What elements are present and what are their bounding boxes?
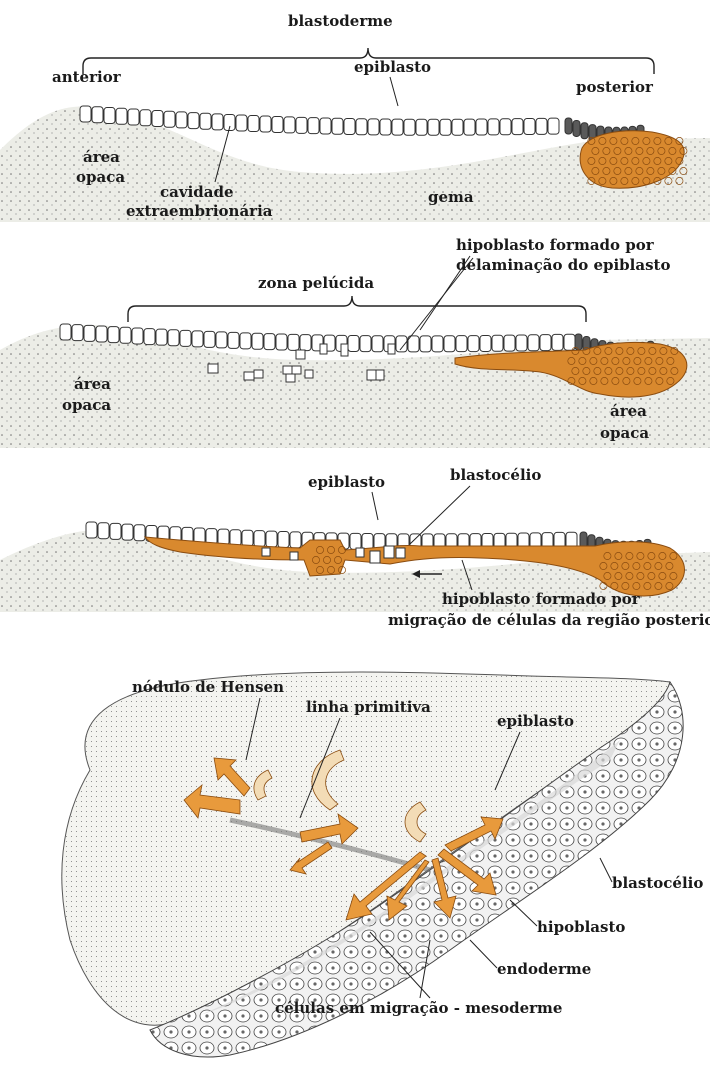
label-gema: gema [428,188,474,206]
label-linha-primitiva: linha primitiva [306,698,431,716]
label-opaca-left: opaca [62,396,111,414]
label-zona-pelucida: zona pelúcida [258,274,374,292]
label-hipoblasto-migracao-1: hipoblasto formado por [442,590,641,608]
label-endoderme: endoderme [497,960,591,978]
panel-4: nódulo de Hensen linha primitiva epiblas… [62,672,704,1057]
label-extraembrionaria: extraembrionária [126,202,273,220]
label-opaca-right: opaca [600,424,649,442]
panel-3: epiblasto blastocélio hipoblasto formado… [0,466,710,629]
label-blastoderme: blastoderme [288,12,393,30]
label-hipoblasto-migracao-2: migração de células da região posterior [388,611,710,629]
label-epiblasto-3: epiblasto [308,473,385,491]
label-hipoblasto-4: hipoblasto [537,918,625,936]
label-celulas-migracao: células em migração - mesoderme [275,999,562,1017]
panel-1: blastoderme anterior posterior epiblasto… [0,12,710,222]
label-nodulo-hensen: nódulo de Hensen [132,678,284,696]
label-area-1: área [83,148,120,166]
label-epiblasto-4: epiblasto [497,712,574,730]
label-posterior: posterior [576,78,654,96]
label-blastocelio-3: blastocélio [450,466,541,484]
label-opaca-1: opaca [76,168,125,186]
label-hipoblasto-delaminacao-2: delaminação do epiblasto [456,256,670,274]
label-hipoblasto-delaminacao-1: hipoblasto formado por [456,236,655,254]
label-anterior: anterior [52,68,122,86]
label-blastocelio-4: blastocélio [612,874,703,892]
label-epiblasto-1: epiblasto [354,58,431,76]
panel-2: hipoblasto formado por delaminação do ep… [0,236,710,448]
label-cavidade: cavidade [160,183,234,201]
zona-pelucida-brace [128,296,586,322]
label-area-left: área [74,375,111,393]
label-area-right: área [610,402,647,420]
